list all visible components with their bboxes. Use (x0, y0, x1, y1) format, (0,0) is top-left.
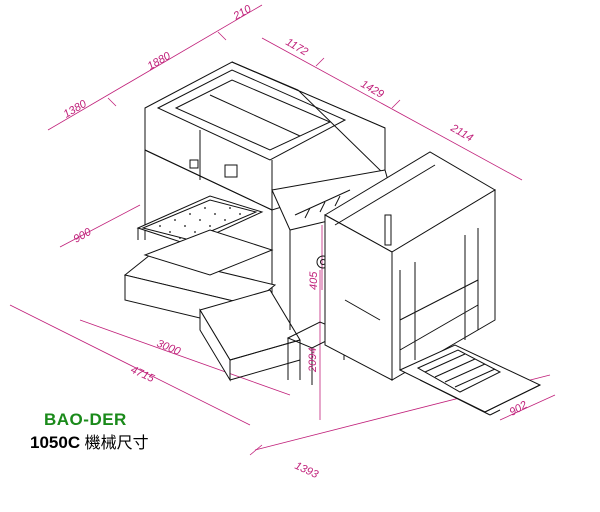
model-code: 1050C (30, 433, 81, 452)
dim-total-length: 4715 (129, 364, 157, 386)
dim-top-mid: 1172 (284, 36, 310, 58)
dim-feeder-height: 405 (308, 271, 320, 290)
dim-length-3000: 3000 (155, 338, 183, 359)
dim-mid-right: 1429 (359, 78, 386, 101)
feeder-table-dots (159, 207, 241, 239)
dim-right-length: 2114 (448, 122, 475, 145)
dim-bottom-width: 1393 (293, 460, 321, 482)
dim-left-top: 1380 (62, 98, 90, 121)
model-label: 1050C 機械尺寸 (30, 429, 149, 453)
dim-left-height: 900 (72, 226, 95, 246)
dim-top-left: 1880 (146, 50, 174, 73)
dim-right-depth: 902 (508, 399, 530, 419)
dim-height-2094: 2094 (307, 348, 319, 373)
dimension-lines (9, 4, 556, 456)
model-caption: 機械尺寸 (84, 435, 149, 452)
machine-outline (123, 61, 542, 416)
dim-top-right: 210 (231, 3, 255, 24)
brand-label: BAO-DER (44, 410, 127, 429)
